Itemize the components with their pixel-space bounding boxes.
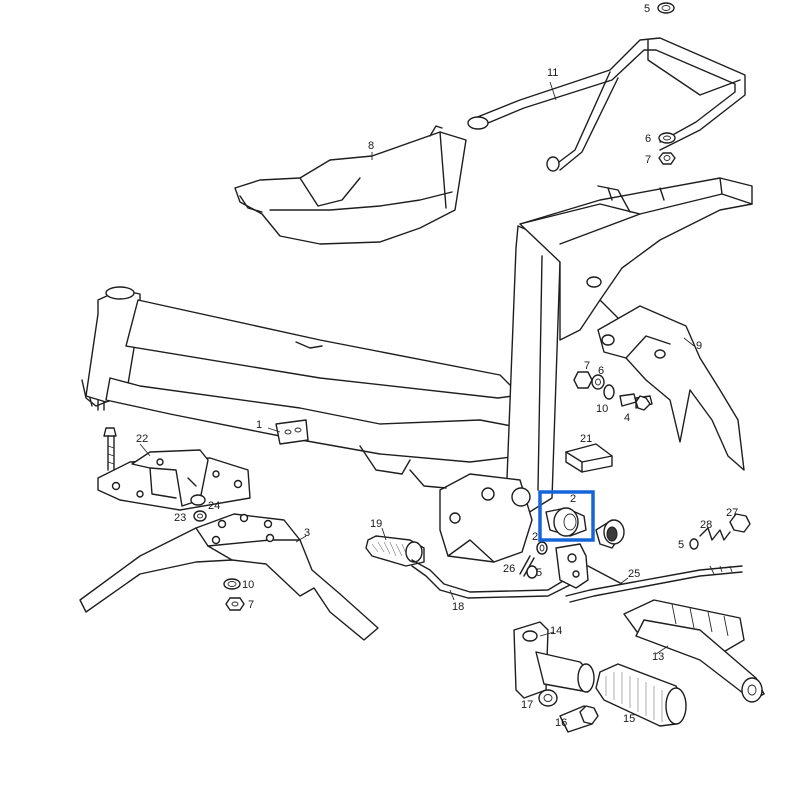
- label-7-low: 7: [248, 599, 254, 611]
- part-22-bracket-plate: [97, 449, 251, 511]
- label-10-mid: 10: [596, 403, 608, 415]
- part-5-nut-right: [689, 538, 699, 550]
- part-25-brake-rod: [565, 565, 743, 603]
- part-15-footpeg-rubber: [595, 663, 687, 727]
- label-2: 2: [570, 493, 576, 505]
- label-22: 22: [136, 433, 148, 445]
- part-11-luggage-rack: [467, 37, 746, 172]
- label-23: 23: [174, 512, 186, 524]
- label-11: 11: [547, 67, 558, 79]
- label-4: 4: [624, 412, 630, 424]
- label-7-top: 7: [645, 154, 651, 166]
- part-4-bolt: [619, 393, 653, 411]
- label-21: 21: [580, 433, 592, 445]
- part-6-washer-mid: [591, 374, 605, 390]
- part-27-adjuster-nut: [729, 513, 751, 533]
- part-17-circlip: [538, 689, 558, 707]
- label-10-low: 10: [242, 579, 254, 591]
- part-1-main-frame: [81, 225, 579, 563]
- part-2-sleeve: [595, 519, 625, 549]
- label-13: 13: [652, 651, 664, 663]
- callout-labels: 5 11 6 7 8 9 7 6 10 4 1 22 21 2 24 23 27…: [136, 3, 738, 729]
- part-brake-bracket: [555, 543, 623, 589]
- label-25: 25: [628, 568, 640, 580]
- part-7-nut-top: [658, 152, 676, 165]
- label-14: 14: [550, 625, 562, 637]
- part-7-nut-low: [225, 597, 245, 611]
- label-24: 24: [208, 500, 220, 512]
- label-3: 3: [304, 527, 310, 539]
- part-8-seat-cover: [234, 125, 467, 245]
- part-21-block: [565, 443, 613, 473]
- part-19-footrest-rubber: [365, 535, 425, 567]
- label-5-top: 5: [644, 3, 650, 15]
- part-18-brake-rod: [411, 559, 573, 599]
- label-1: 1: [256, 419, 262, 431]
- part-7-nut-mid: [573, 371, 593, 389]
- part-5-nut-top: [657, 2, 675, 14]
- label-5-right: 5: [678, 539, 684, 551]
- label-8: 8: [368, 140, 374, 152]
- label-15: 15: [623, 713, 635, 725]
- label-2-small: 2: [532, 531, 538, 543]
- label-9: 9: [696, 340, 702, 352]
- part-23-nut: [193, 510, 207, 522]
- label-16: 16: [555, 717, 567, 729]
- part-14-pivot-pin: [513, 621, 595, 699]
- part-5-washer-mid: [526, 565, 538, 579]
- part-2-bushing: [545, 507, 587, 537]
- part-24-washer: [190, 494, 206, 506]
- label-7-mid: 7: [584, 360, 590, 372]
- label-17: 17: [521, 699, 533, 711]
- part-3-front-mudguard: [79, 513, 379, 641]
- leader-lines: [139, 81, 695, 655]
- label-5-mid: 5: [536, 567, 542, 579]
- part-1-rear-subframe: [519, 177, 753, 341]
- highlight-box-part-2: [538, 490, 595, 542]
- label-6-top: 6: [645, 133, 651, 145]
- part-16-bolt: [559, 705, 599, 733]
- part-9-rear-mudguard: [597, 305, 745, 471]
- label-27: 27: [726, 507, 738, 519]
- label-26: 26: [503, 563, 515, 575]
- part-13-footrest-arm: [623, 599, 765, 703]
- label-6-mid: 6: [598, 365, 604, 377]
- label-19: 19: [370, 518, 382, 530]
- label-18: 18: [452, 601, 464, 613]
- part-bolt-22: [103, 427, 117, 471]
- part-28-spring: [699, 527, 731, 541]
- label-28: 28: [700, 519, 712, 531]
- part-2-small-washer: [536, 541, 548, 555]
- part-10-washer-low: [223, 578, 241, 590]
- part-6-washer-top: [658, 132, 676, 144]
- part-10-washer-mid: [603, 384, 615, 400]
